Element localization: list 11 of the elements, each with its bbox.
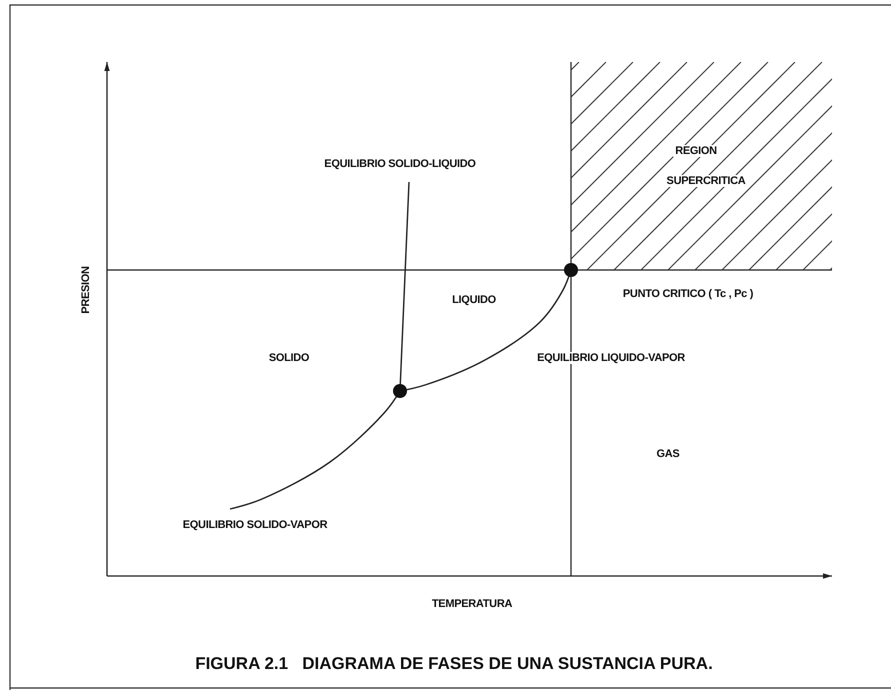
region-label: REGION (673, 145, 719, 157)
region-label: SUPERCRITICA (664, 175, 748, 187)
curve-label: EQUILIBRIO LIQUIDO-VAPOR (535, 352, 687, 364)
curve-label: EQUILIBRIO SOLIDO-LIQUIDO (322, 158, 478, 170)
axis-title: PRESION (80, 264, 92, 316)
axis-title: TEMPERATURA (430, 598, 514, 610)
region-label: GAS (654, 448, 682, 460)
region-label: LIQUIDO (450, 294, 498, 306)
curve-label: EQUILIBRIO SOLIDO-VAPOR (180, 519, 330, 531)
region-label: SOLIDO (266, 352, 312, 364)
point-label: PUNTO CRITICO ( Tc , Pc ) (620, 288, 756, 300)
